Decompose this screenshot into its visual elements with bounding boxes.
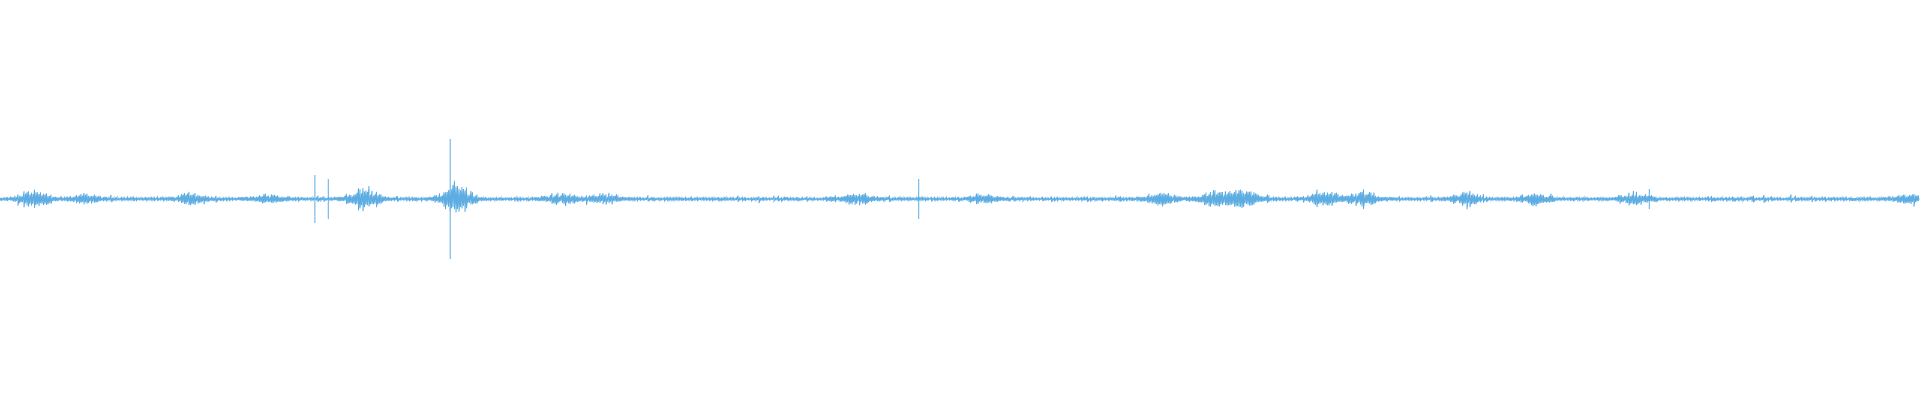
- waveform-trace: [0, 180, 1919, 213]
- waveform-peaks: [314, 139, 1650, 259]
